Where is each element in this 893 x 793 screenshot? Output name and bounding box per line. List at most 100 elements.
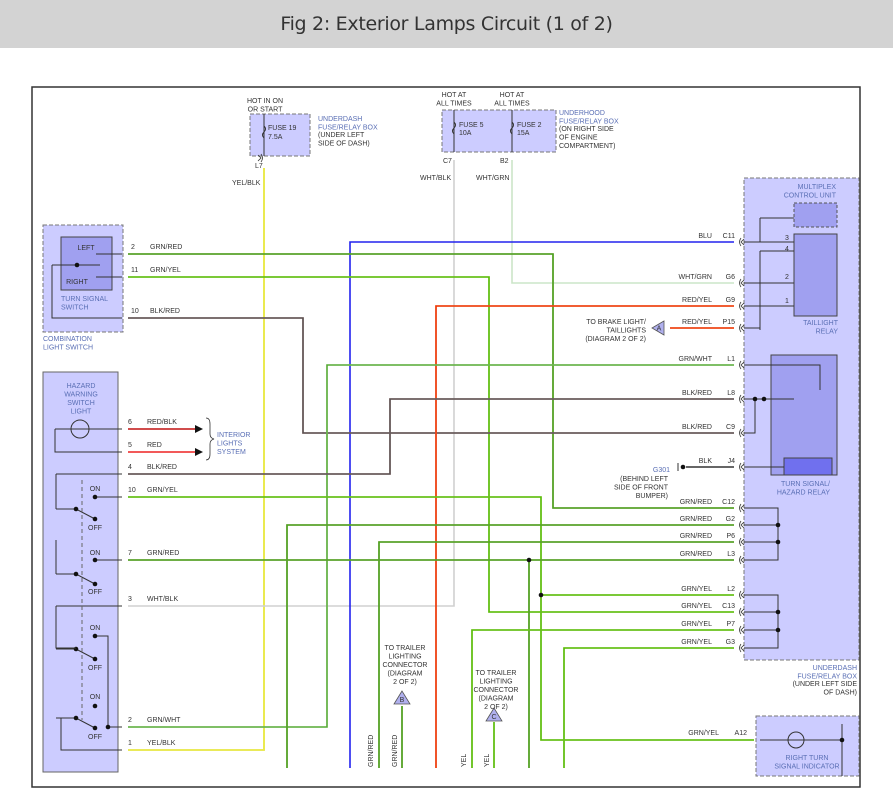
fuse19-box: [249, 113, 311, 157]
arrow-icon: [195, 448, 203, 456]
connector-icon: [739, 394, 742, 404]
components-layer: ABC: [42, 109, 860, 777]
right-turn-label: SIGNAL INDICATOR: [774, 764, 839, 771]
splice-dot: [92, 656, 98, 662]
turn-signal-switch-label: SWITCH: [61, 305, 89, 312]
combination-switch-label: COMBINATION: [43, 336, 92, 343]
splice-dot: [73, 646, 79, 652]
wire-label: GRN/YEL: [681, 586, 712, 593]
wire-wht-blk: [128, 160, 455, 607]
splice-dot: [92, 494, 98, 500]
wire-grn-yel-p7: [471, 629, 734, 768]
connector-icon: [740, 429, 745, 437]
connector-icon: [257, 154, 262, 162]
switch-off-label: OFF: [88, 589, 102, 596]
terminal-label: L2: [727, 586, 735, 593]
terminal-label: A12: [735, 730, 748, 737]
fuse2-name: FUSE 2: [517, 122, 542, 129]
trailer-c-label: LIGHTING: [479, 679, 512, 686]
hazard-switch-label: LIGHT: [71, 409, 92, 416]
wire-label: GRN/RED: [680, 551, 712, 558]
wire-label: GRN/YEL: [150, 267, 181, 274]
fuse-icon: [262, 125, 266, 139]
wire-label: RED: [147, 442, 162, 449]
splice-dot: [92, 581, 98, 587]
terminal-label: P15: [723, 319, 736, 326]
right-turn-label: RIGHT TURN: [786, 755, 829, 762]
wire-grn-red-p6-stripe: [378, 541, 734, 768]
terminal-label: L3: [727, 551, 735, 558]
fuse19-terminal: L7: [255, 163, 263, 170]
wire-grn-yel-a12: [540, 595, 754, 741]
wire-grn-red-g2: [286, 524, 734, 768]
connector-icon: [740, 591, 745, 599]
connector-icon: [740, 504, 745, 512]
underdash-relay-box-label: UNDERDASH: [813, 665, 857, 672]
turn-signal-relay: [770, 354, 838, 476]
pin-number: 2: [128, 717, 132, 724]
ground-desc: SIDE OF FRONT: [614, 485, 669, 492]
wire-label: GRN/RED: [680, 533, 712, 540]
trailer-c-label: (DIAGRAM: [479, 696, 514, 703]
connector-icon: [739, 590, 742, 600]
switch-on-label: ON: [90, 694, 101, 701]
wire-label: BLK/RED: [682, 390, 712, 397]
brace-icon: [205, 417, 215, 461]
trailer-c-marker-letter: C: [491, 714, 496, 721]
internal-line: [744, 594, 779, 649]
fuse2-terminal: B2: [500, 158, 509, 165]
splice-dot: [92, 516, 98, 522]
splice-dot: [73, 571, 79, 577]
turn-relay-label: TURN SIGNAL/: [781, 481, 830, 488]
trailer-b-label: 2 OF 2): [393, 679, 417, 686]
wire-label: BLU: [698, 233, 712, 240]
connector-icon: [740, 644, 745, 652]
terminal-label: P6: [726, 533, 735, 540]
connector-icon: [739, 323, 742, 333]
fuse5-terminal: C7: [443, 158, 452, 165]
fuse19-rating: 7.5A: [268, 134, 283, 141]
connector-icon: [740, 238, 745, 246]
wire-label: YEL: [484, 754, 491, 767]
wire-grn-yel-c13: [128, 276, 734, 613]
wire-label: GRN/WHT: [679, 356, 713, 363]
pin-number: 6: [128, 419, 132, 426]
brake-ref-label: (DIAGRAM 2 OF 2): [585, 336, 646, 343]
wire-label: BLK/RED: [150, 308, 180, 315]
pin-number: 2: [131, 244, 135, 251]
connector-icon: [739, 503, 742, 513]
relay-pin: 4: [785, 246, 789, 253]
wire-label: GRN/RED: [147, 550, 179, 557]
switch-off-label: OFF: [88, 525, 102, 532]
hazard-switch-label: SWITCH: [67, 400, 95, 407]
connector-icon: [740, 324, 745, 332]
internal-line: [744, 507, 779, 561]
connector-icon: [740, 626, 745, 634]
combination-switch-label: LIGHT SWITCH: [43, 345, 93, 352]
internal-line: [54, 429, 122, 453]
underhood-box-location: OF ENGINE: [559, 135, 598, 142]
internal-line: [55, 606, 76, 649]
internal-line: [95, 635, 122, 728]
ground-name: G301: [653, 467, 670, 474]
splice-dot: [775, 522, 781, 528]
pin-number: 7: [128, 550, 132, 557]
trailer-c-label: TO TRAILER: [476, 670, 517, 677]
underhood-box-label: FUSE/RELAY BOX: [559, 119, 619, 126]
wire-label: GRN/YEL: [681, 603, 712, 610]
wire-label: GRN/YEL: [688, 730, 719, 737]
wires-layer: [128, 160, 754, 768]
terminal-label: G2: [726, 516, 735, 523]
splice-dot: [73, 506, 79, 512]
terminal-label: G6: [726, 274, 735, 281]
interior-lights-label: INTERIOR: [217, 432, 250, 439]
wire-red-yel-stripe: [435, 305, 734, 768]
connector-icon: [740, 521, 745, 529]
trailer-b-marker: [393, 690, 411, 705]
wire-grn-yel-g3: [563, 647, 734, 768]
splice-dot: [92, 703, 98, 709]
connector-icon: [740, 302, 745, 310]
wire-grn-yel-p7-stripe: [471, 629, 734, 768]
wire-label: RED/YEL: [682, 319, 712, 326]
